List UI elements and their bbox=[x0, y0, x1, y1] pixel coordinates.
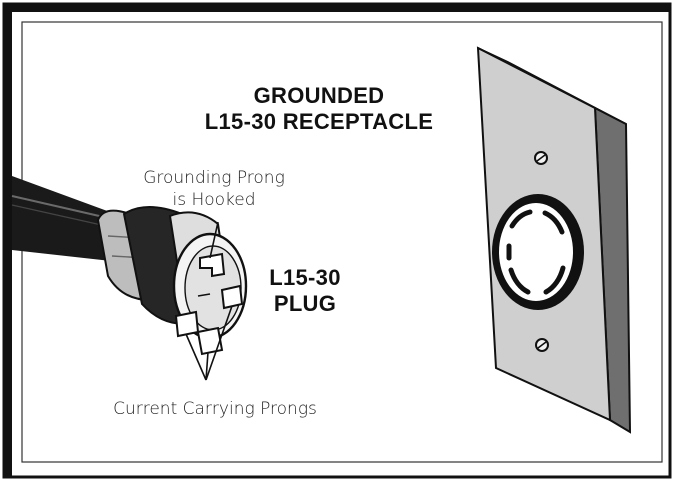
callout-leaders bbox=[185, 221, 233, 381]
plug-label: L15-30 PLUG bbox=[250, 265, 360, 317]
current-leader bbox=[185, 333, 207, 381]
screw-icon bbox=[534, 151, 548, 165]
current-leader bbox=[205, 351, 209, 381]
grounding-prong-callout: Grounding Prong is Hooked bbox=[114, 167, 314, 211]
plug-label-line-2: PLUG bbox=[273, 291, 337, 316]
plug-body bbox=[96, 206, 248, 356]
current-prongs-callout: Current Carrying Prongs bbox=[113, 399, 317, 419]
receptacle-wall-plate bbox=[476, 46, 632, 434]
grounding-callout-line-1: Grounding Prong bbox=[143, 168, 285, 188]
title-line-1: GROUNDED bbox=[253, 83, 385, 108]
grounding-leader bbox=[209, 221, 219, 259]
grounding-callout-line-2: is Hooked bbox=[172, 190, 256, 210]
title-line-2: L15-30 RECEPTACLE bbox=[204, 109, 434, 134]
current-leader bbox=[205, 305, 233, 381]
screw-icon bbox=[535, 338, 549, 352]
receptacle-title: GROUNDED L15-30 RECEPTACLE bbox=[162, 83, 476, 135]
plug-cord bbox=[11, 176, 120, 262]
plug-label-line-1: L15-30 bbox=[269, 265, 341, 290]
receptacle-face bbox=[492, 194, 584, 310]
